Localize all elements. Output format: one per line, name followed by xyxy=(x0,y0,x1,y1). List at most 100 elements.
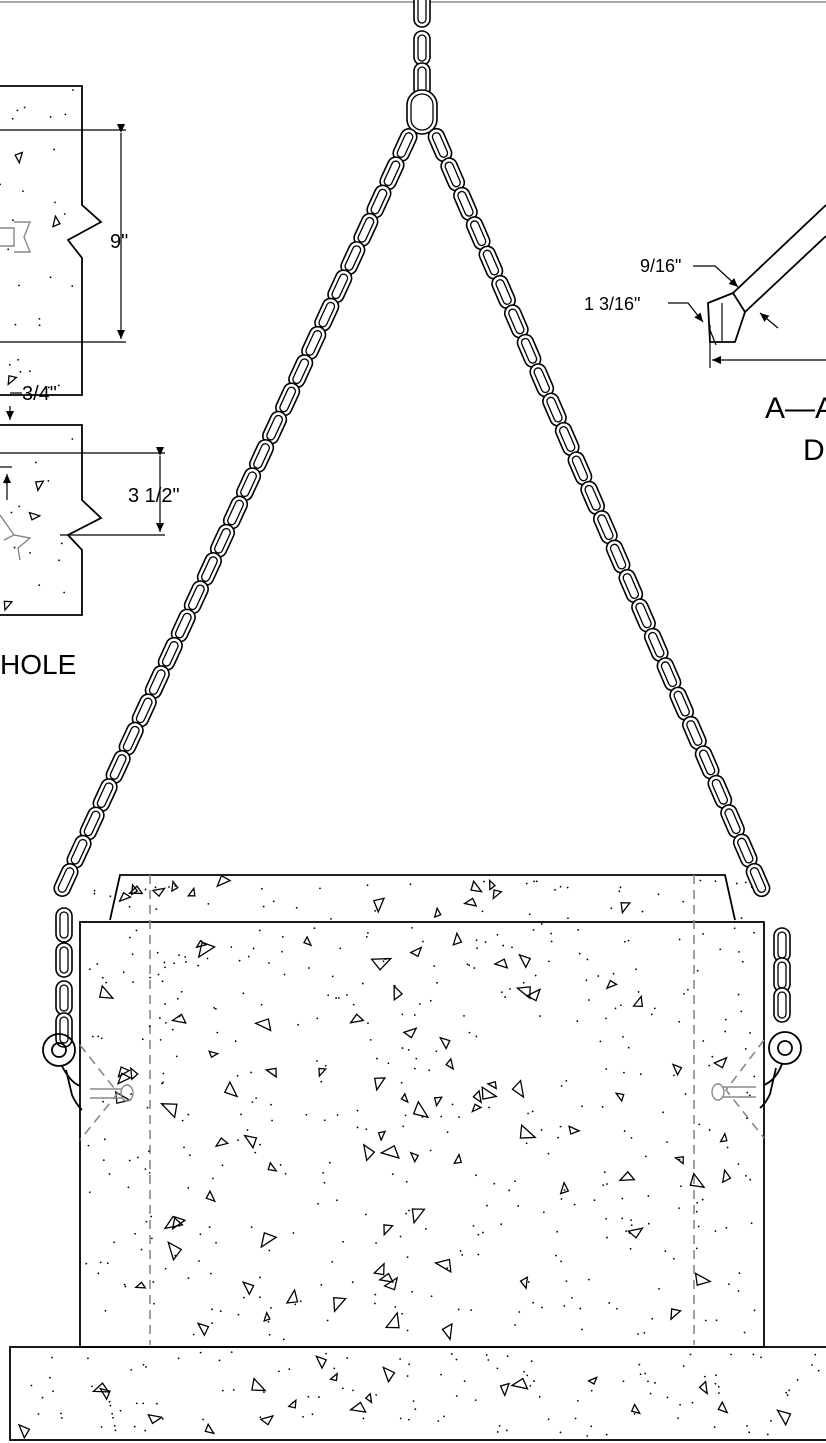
aggregate-dot xyxy=(184,956,187,958)
aggregate-dot xyxy=(487,1359,490,1361)
chain-link xyxy=(340,241,366,276)
aggregate-dot xyxy=(305,1113,308,1116)
aggregate-dot xyxy=(60,542,63,545)
aggregate-mark xyxy=(28,511,42,521)
aggregate-mark xyxy=(171,1216,187,1231)
aggregate-dot xyxy=(34,461,37,464)
aggregate-dot xyxy=(171,1028,174,1031)
aggregate-dot xyxy=(618,890,621,893)
aggregate-dot xyxy=(463,1014,465,1017)
aggregate-dot xyxy=(817,1369,820,1372)
aggregate-mark xyxy=(441,1322,453,1341)
aggregate-dot xyxy=(476,947,479,950)
aggregate-dot xyxy=(653,1007,656,1010)
aggregate-dot xyxy=(382,960,385,963)
aggregate-dot xyxy=(696,1201,699,1204)
aggregate-dot xyxy=(323,1119,326,1122)
aggregate-dot xyxy=(425,1228,427,1230)
aggregate-mark xyxy=(128,885,144,895)
dim-offset: 3/4" xyxy=(22,383,57,405)
aggregate-dot xyxy=(208,1226,211,1228)
aggregate-dot xyxy=(13,546,16,549)
aggregate-dot xyxy=(394,1306,397,1308)
aggregate-dot xyxy=(51,1356,53,1359)
aggregate-dot xyxy=(714,880,717,882)
aggregate-dot xyxy=(99,1261,102,1264)
aggregate-dot xyxy=(326,1319,329,1322)
aggregate-dot xyxy=(624,940,626,943)
aggregate-mark xyxy=(776,1409,792,1427)
aggregate-dot xyxy=(443,1415,445,1418)
aggregate-dot xyxy=(630,1219,632,1222)
aggregate-dot xyxy=(376,1057,378,1060)
aggregate-dot xyxy=(673,1257,675,1260)
aggregate-dot xyxy=(219,1310,222,1312)
aggregate-dot xyxy=(701,1198,704,1201)
aggregate-dot xyxy=(639,1373,642,1376)
aggregate-dot xyxy=(630,1136,633,1139)
aggregate-dot xyxy=(528,913,531,916)
aggregate-dot xyxy=(106,1262,109,1265)
aggregate-dot xyxy=(628,1232,631,1234)
aggregate-dot xyxy=(100,1037,103,1040)
aggregate-dot xyxy=(435,1050,438,1053)
aggregate-dot xyxy=(85,1262,88,1265)
aggregate-dot xyxy=(311,1413,314,1416)
aggregate-dot xyxy=(737,993,740,996)
aggregate-dot xyxy=(325,1352,328,1355)
aggregate-dot xyxy=(127,1186,130,1189)
aggregate-dot xyxy=(198,1260,200,1262)
aggregate-dot xyxy=(215,1241,217,1244)
aggregate-dot xyxy=(128,905,131,908)
aggregate-dot xyxy=(366,884,369,887)
aggregate-dot xyxy=(696,969,699,972)
aggregate-mark xyxy=(383,1224,394,1237)
aggregate-dot xyxy=(610,907,613,910)
aggregate-dot xyxy=(413,1014,416,1016)
aggregate-mark xyxy=(264,1067,277,1079)
aggregate-dot xyxy=(335,997,338,999)
aggregate-mark xyxy=(34,480,45,493)
aggregate-dot xyxy=(144,1168,147,1171)
aggregate-dot xyxy=(746,1091,749,1094)
aggregate-dot xyxy=(328,1161,331,1164)
aggregate-dot xyxy=(175,1055,178,1058)
aggregate-dot xyxy=(616,1307,618,1310)
aggregate-dot xyxy=(271,1119,273,1122)
aggregate-dot xyxy=(666,1141,668,1143)
aggregate-dot xyxy=(221,1164,224,1167)
aggregate-dot xyxy=(270,1103,272,1106)
aggregate-mark xyxy=(400,1092,409,1104)
aggregate-dot xyxy=(161,980,164,983)
aggregate-dot xyxy=(560,1260,563,1263)
aggregate-dot xyxy=(643,1331,646,1334)
aggregate-mark xyxy=(151,887,166,898)
aggregate-dot xyxy=(18,284,20,287)
aggregate-mark xyxy=(412,1100,430,1119)
aggregate-dot xyxy=(814,1353,817,1356)
chain-link xyxy=(327,269,353,304)
aggregate-dot xyxy=(72,89,74,91)
aggregate-mark xyxy=(205,1189,217,1203)
aggregate-dot xyxy=(63,213,66,215)
aggregate-dot xyxy=(405,1212,407,1215)
aggregate-mark xyxy=(519,1275,529,1290)
aggregate-mark xyxy=(525,988,542,1002)
aggregate-mark xyxy=(470,879,483,893)
aggregate-mark xyxy=(411,1208,426,1225)
aggregate-dot xyxy=(49,116,52,118)
aggregate-mark xyxy=(393,984,404,1002)
aggregate-mark xyxy=(630,1402,642,1415)
aggregate-dot xyxy=(556,1230,559,1233)
aggregate-dot xyxy=(606,1236,608,1239)
aggregate-dot xyxy=(678,1207,680,1210)
aggregate-dot xyxy=(415,1057,418,1060)
aggregate-dot xyxy=(260,887,263,890)
aggregate-dot xyxy=(11,117,14,120)
aggregate-dot xyxy=(649,1392,652,1395)
aggregate-mark xyxy=(372,1262,385,1276)
aggregate-dot xyxy=(114,1429,117,1432)
aggregate-dot xyxy=(221,1389,224,1392)
aggregate-dot xyxy=(213,1006,215,1009)
aggregate-dot xyxy=(367,1022,369,1025)
